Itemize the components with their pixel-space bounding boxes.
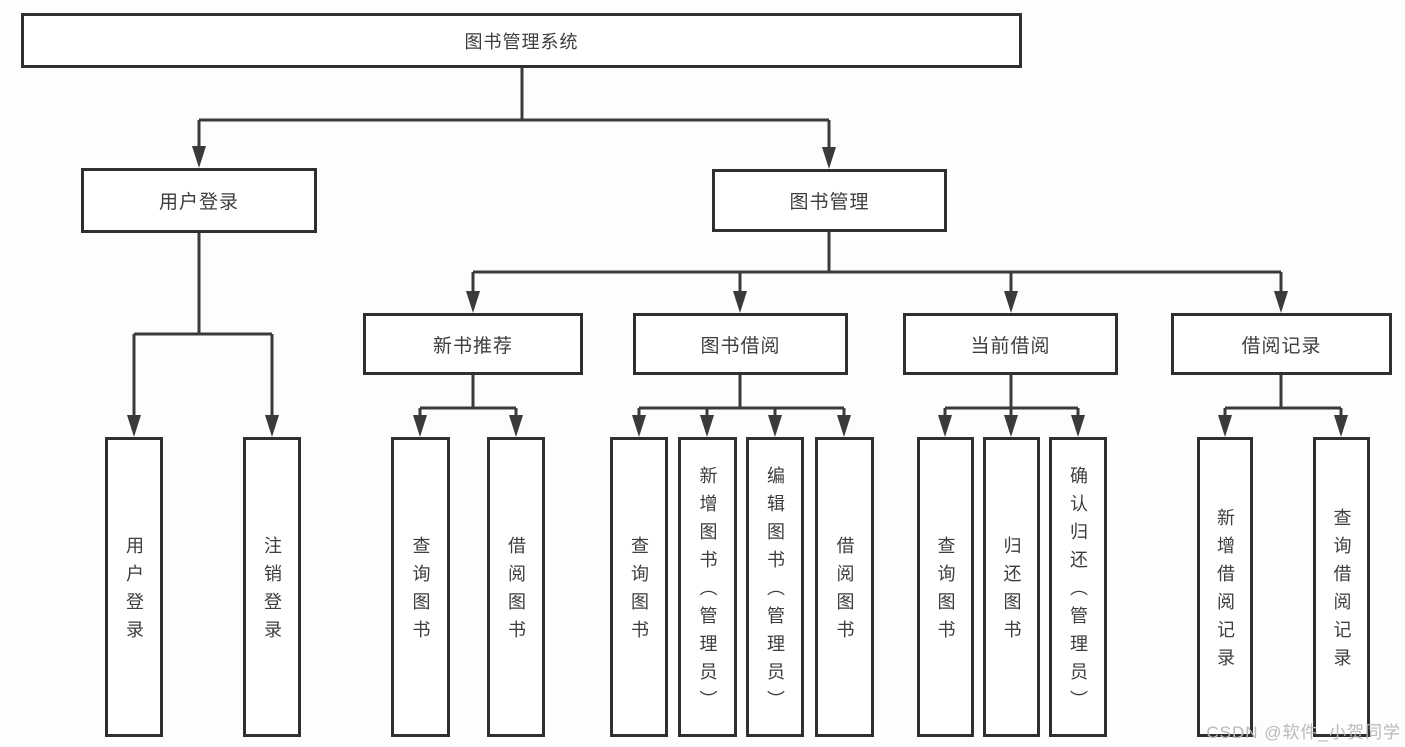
node-library-system: 图书管理系统 <box>21 13 1022 68</box>
connector-newbook-to-leaves <box>418 375 518 429</box>
arrowheads <box>127 146 1348 437</box>
leaf-label: 查询借阅记录 <box>1331 508 1352 676</box>
node-current-borrowing: 当前借阅 <box>903 313 1118 375</box>
node-user-login: 用户登录 <box>81 168 317 233</box>
node-label: 图书借阅 <box>700 335 781 357</box>
node-label: 新书推荐 <box>432 335 513 357</box>
node-borrowing-records: 借阅记录 <box>1171 313 1392 375</box>
leaf-user-login: 用户登录 <box>105 437 163 737</box>
leaf-label: 确认归还（管理员） <box>1068 466 1088 718</box>
leaf-label: 编辑图书（管理员） <box>765 466 785 718</box>
leaf-label: 借阅图书 <box>834 536 855 648</box>
node-book-management: 图书管理 <box>712 169 947 232</box>
connector-userlogin-to-leaves <box>132 233 274 429</box>
leaf-edit-books-admin: 编辑图书（管理员） <box>746 437 804 737</box>
leaf-borrow-books-recommend: 借阅图书 <box>487 437 545 737</box>
connector-records-to-leaves <box>1223 375 1343 429</box>
node-book-borrowing: 图书借阅 <box>633 313 848 375</box>
leaf-label: 新增借阅记录 <box>1215 508 1235 676</box>
leaf-label: 查询图书 <box>935 536 956 648</box>
node-label: 借阅记录 <box>1241 335 1322 357</box>
leaf-borrow-books: 借阅图书 <box>815 437 874 737</box>
leaf-add-books-admin: 新增图书（管理员） <box>678 437 737 737</box>
leaf-label: 注销登录 <box>262 536 282 648</box>
leaf-query-borrow-record: 查询借阅记录 <box>1313 437 1370 737</box>
connector-root-to-level2 <box>197 68 831 161</box>
connector-borrow-to-leaves <box>637 375 846 429</box>
node-label: 用户登录 <box>158 192 239 213</box>
leaf-query-books-recommend: 查询图书 <box>391 437 450 737</box>
leaf-label: 借阅图书 <box>506 536 526 648</box>
leaf-logout: 注销登录 <box>243 437 301 737</box>
leaf-query-books-current: 查询图书 <box>917 437 974 737</box>
leaf-label: 查询图书 <box>410 536 431 648</box>
leaf-confirm-return-admin: 确认归还（管理员） <box>1049 437 1107 737</box>
leaf-label: 查询图书 <box>629 536 649 648</box>
leaf-query-books-borrow: 查询图书 <box>610 437 668 737</box>
leaf-label: 归还图书 <box>1001 536 1022 648</box>
leaf-return-books: 归还图书 <box>983 437 1040 737</box>
node-new-book-recommendation: 新书推荐 <box>363 313 583 375</box>
node-label: 当前借阅 <box>970 335 1051 357</box>
node-label: 图书管理系统 <box>464 31 579 52</box>
leaf-label: 新增图书（管理员） <box>697 466 718 718</box>
csdn-watermark: CSDN @软件_小贺同学 <box>1206 723 1401 742</box>
leaf-add-borrow-record: 新增借阅记录 <box>1197 437 1253 737</box>
node-label: 图书管理 <box>789 192 870 213</box>
connector-bookmgmt-to-level3 <box>471 232 1283 305</box>
leaf-label: 用户登录 <box>124 536 144 648</box>
